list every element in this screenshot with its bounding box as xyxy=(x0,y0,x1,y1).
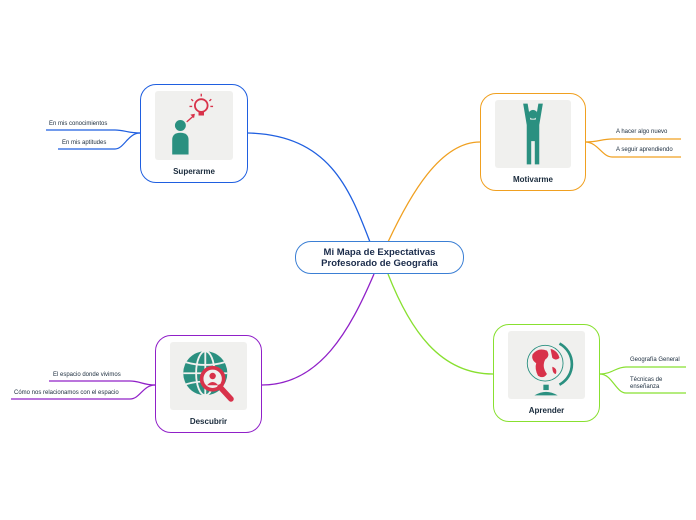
connector-descubrir xyxy=(261,273,375,386)
connector-leaf-superarme-2 xyxy=(58,132,141,150)
central-topic-line2: Profesorado de Geografia xyxy=(321,257,438,269)
central-topic[interactable]: Mi Mapa de Expectativas Profesorado de G… xyxy=(295,241,464,274)
connector-leaf-aprender-1 xyxy=(599,366,686,375)
person-arms-raised-icon xyxy=(495,100,571,168)
leaf-aprender-1[interactable]: Geografía General xyxy=(630,357,680,363)
connector-leaf-superarme-1 xyxy=(46,129,141,134)
leaf-superarme-1[interactable]: En mis conocimientos xyxy=(49,121,108,127)
connector-leaf-motivarme-1 xyxy=(584,138,681,143)
branch-superarme-title: Superarme xyxy=(173,167,215,176)
leaf-superarme-2[interactable]: En mis aptitudes xyxy=(62,140,107,146)
leaf-motivarme-2[interactable]: A seguir aprendiendo xyxy=(616,147,673,153)
person-lightbulb-icon xyxy=(155,91,233,160)
desk-globe-icon xyxy=(508,331,585,399)
connector-leaf-descubrir-2 xyxy=(11,384,156,400)
central-topic-line1: Mi Mapa de Expectativas xyxy=(323,246,436,258)
globe-magnifier-icon xyxy=(170,342,247,410)
connector-leaf-descubrir-1 xyxy=(49,380,156,386)
leaf-descubrir-2[interactable]: Cómo nos relacionamos con el espacio xyxy=(14,390,119,396)
leaf-aprender-2[interactable]: Técnicas de enseñanza xyxy=(630,377,663,390)
branch-motivarme[interactable]: Motivarme xyxy=(480,93,586,191)
branch-descubrir-title: Descubrir xyxy=(189,417,228,426)
connector-motivarme xyxy=(387,141,481,243)
branch-aprender-title: Aprender xyxy=(528,406,565,415)
branch-motivarme-title: Motivarme xyxy=(512,175,553,184)
branch-aprender[interactable]: Aprender xyxy=(493,324,600,422)
connector-aprender xyxy=(387,273,494,375)
branch-descubrir[interactable]: Descubrir xyxy=(155,335,262,433)
branch-superarme[interactable]: Superarme xyxy=(140,84,248,183)
connector-leaf-aprender-2 xyxy=(599,373,686,394)
leaf-descubrir-1[interactable]: El espacio donde vivimos xyxy=(53,372,121,378)
leaf-motivarme-1[interactable]: A hacer algo nuevo xyxy=(616,129,668,135)
connector-superarme xyxy=(247,132,371,243)
connector-leaf-motivarme-2 xyxy=(584,141,681,158)
